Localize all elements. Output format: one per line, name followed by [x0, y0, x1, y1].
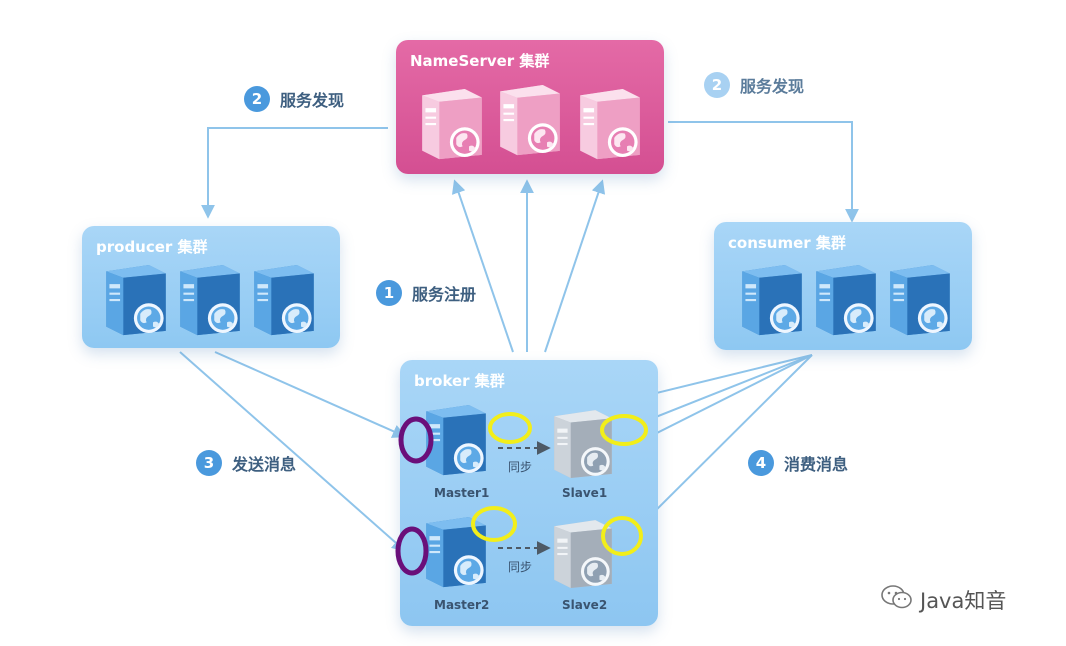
nameserver-cluster-title: NameServer 集群	[410, 52, 550, 70]
producer-server-icon	[176, 260, 244, 338]
consumer-server-icon	[812, 260, 880, 338]
sync-label-2: 同步	[508, 560, 533, 574]
master1-label: Master1	[434, 486, 490, 500]
slave2-label: Slave2	[562, 598, 608, 612]
master1-server-icon	[422, 400, 490, 478]
send-arrow-1	[214, 351, 407, 438]
slave1-label: Slave1	[562, 486, 608, 500]
producer-cluster: producer 集群	[82, 226, 340, 348]
watermark-text: Java知音	[920, 588, 1007, 613]
step-number-badge: 3	[196, 450, 222, 476]
consume-line-4	[626, 354, 813, 540]
master2-server-icon	[422, 512, 490, 590]
slave2-server-icon	[550, 516, 616, 590]
step-label: 消费消息	[784, 455, 849, 474]
step-label: 服务注册	[412, 285, 477, 304]
producer-cluster-title: producer 集群	[96, 238, 208, 256]
step-number-badge: 2	[704, 72, 730, 98]
nameserver-server-icon	[576, 84, 644, 162]
broker-cluster-title: broker 集群	[414, 372, 505, 390]
step-number-badge: 2	[244, 86, 270, 112]
consumer-cluster-title: consumer 集群	[728, 234, 846, 252]
slave1-server-icon	[550, 406, 616, 480]
nameserver-server-icon	[418, 84, 486, 162]
producer-server-icon	[250, 260, 318, 338]
step-consume: 4 消费消息	[748, 450, 848, 476]
discovery-left-arrow	[201, 127, 388, 219]
producer-server-icon	[102, 260, 170, 338]
step-discovery-left: 2 服务发现	[244, 86, 344, 112]
step-register: 1 服务注册	[376, 280, 476, 306]
master2-label: Master2	[434, 598, 490, 612]
discovery-right-arrow	[668, 121, 859, 223]
register-arrow-1	[451, 179, 514, 353]
wechat-logo-icon	[880, 584, 914, 615]
step-number-badge: 4	[748, 450, 774, 476]
watermark: Java知音	[880, 584, 1006, 615]
step-label: 服务发现	[280, 91, 345, 110]
consumer-cluster: consumer 集群	[714, 222, 972, 350]
broker-cluster: broker 集群 Master1 Slave1 Master2 Slave2 …	[400, 360, 658, 626]
step-discovery-right: 2 服务发现	[704, 72, 804, 98]
send-arrow-2	[179, 351, 407, 552]
nameserver-cluster: NameServer 集群	[396, 40, 664, 174]
step-number-badge: 1	[376, 280, 402, 306]
register-arrow-3	[544, 179, 606, 353]
consumer-server-icon	[886, 260, 954, 338]
sync-label-1: 同步	[508, 460, 533, 474]
step-send: 3 发送消息	[196, 450, 296, 476]
nameserver-server-icon	[496, 80, 564, 158]
consumer-server-icon	[738, 260, 806, 338]
step-label: 发送消息	[232, 455, 297, 474]
step-label: 服务发现	[740, 77, 805, 96]
